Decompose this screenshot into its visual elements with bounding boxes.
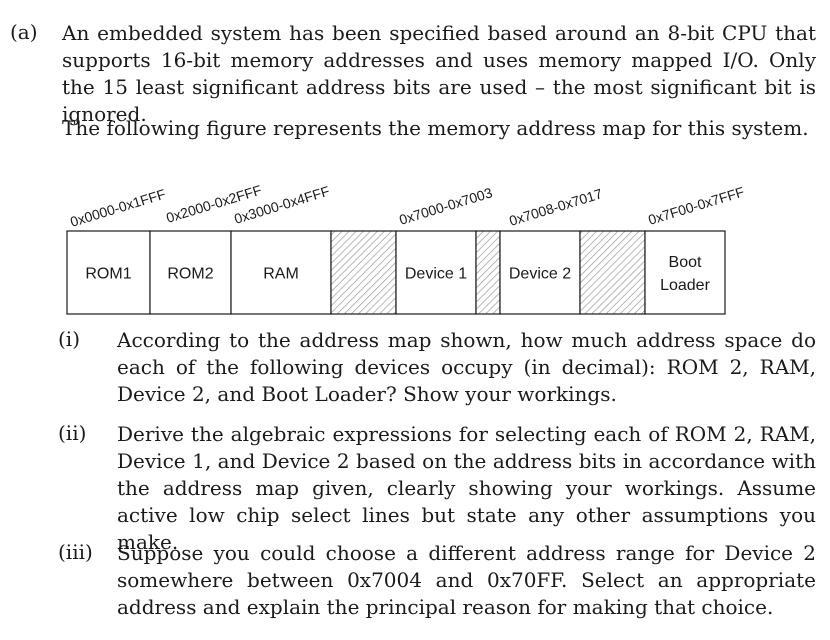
- question-2-text: Derive the algebraic expressions for sel…: [117, 422, 816, 554]
- memory-block: [644, 230, 726, 315]
- address-range-label: 0x7008-0x7017: [507, 185, 604, 229]
- intro-paragraph: An embedded system has been specified ba…: [62, 20, 816, 128]
- unused-region-block: [475, 230, 501, 315]
- memory-block-label: RAM: [263, 266, 299, 283]
- memory-block: [230, 230, 332, 315]
- address-range-label: 0x0000-0x1FFF: [68, 186, 167, 230]
- address-range-label: 0x7000-0x7003: [397, 184, 494, 228]
- question-1-label: (i): [58, 327, 81, 351]
- question-1-text: According to the address map shown, how …: [117, 328, 816, 406]
- memory-block: [499, 230, 581, 315]
- memory-block: [66, 230, 151, 315]
- memory-block-label: ROM2: [167, 266, 213, 283]
- question-3-text: Suppose you could choose a different add…: [117, 541, 816, 619]
- intro-text: An embedded system has been specified ba…: [62, 21, 816, 126]
- question-part-label: (a): [10, 20, 38, 44]
- memory-block: [395, 230, 477, 315]
- address-range-label: 0x7F00-0x7FFF: [646, 183, 746, 227]
- figure-intro-text: The following figure represents the memo…: [62, 116, 809, 140]
- question-2-label: (ii): [58, 421, 87, 445]
- memory-block: [149, 230, 232, 315]
- memory-block-label: Device 2: [509, 266, 571, 283]
- memory-block-label: ROM1: [85, 266, 131, 283]
- figure-intro: The following figure represents the memo…: [62, 115, 816, 142]
- memory-block-label: Device 1: [405, 266, 467, 283]
- unused-region-block: [330, 230, 397, 315]
- question-3-label: (iii): [58, 540, 93, 564]
- unused-region-block: [579, 230, 646, 315]
